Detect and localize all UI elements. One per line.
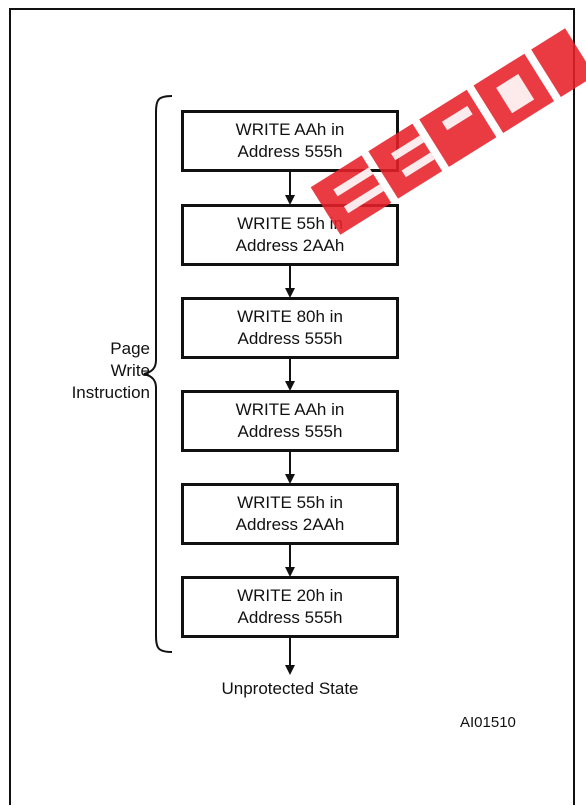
step-1-line1: WRITE AAh in: [235, 120, 345, 139]
step-2-line1: WRITE 55h in: [237, 214, 343, 233]
end-state-label: Unprotected State: [221, 679, 359, 698]
brace-label: Page Write Instruction: [50, 338, 150, 404]
figure-code: AI01510: [460, 714, 516, 731]
step-5-line2: Address 2AAh: [235, 515, 345, 534]
step-6-line1: WRITE 20h in: [237, 586, 343, 605]
step-box-4: WRITE AAh in Address 555h: [181, 390, 399, 452]
step-6-line2: Address 555h: [237, 608, 343, 627]
left-brace: [143, 95, 173, 653]
step-box-6: WRITE 20h in Address 555h: [181, 576, 399, 638]
step-3-line2: Address 555h: [237, 329, 343, 348]
step-4-line1: WRITE AAh in: [235, 400, 345, 419]
figure-frame: [9, 8, 575, 805]
step-2-line2: Address 2AAh: [235, 236, 345, 255]
brace-label-line2: Write: [110, 361, 150, 380]
step-1-line2: Address 555h: [237, 142, 343, 161]
step-box-1: WRITE AAh in Address 555h: [181, 110, 399, 172]
step-box-2: WRITE 55h in Address 2AAh: [181, 204, 399, 266]
step-4-line2: Address 555h: [237, 422, 343, 441]
brace-label-line3: Instruction: [71, 383, 150, 402]
step-box-5: WRITE 55h in Address 2AAh: [181, 483, 399, 545]
brace-label-line1: Page: [110, 339, 150, 358]
step-5-line1: WRITE 55h in: [237, 493, 343, 512]
step-3-line1: WRITE 80h in: [237, 307, 343, 326]
step-box-3: WRITE 80h in Address 555h: [181, 297, 399, 359]
